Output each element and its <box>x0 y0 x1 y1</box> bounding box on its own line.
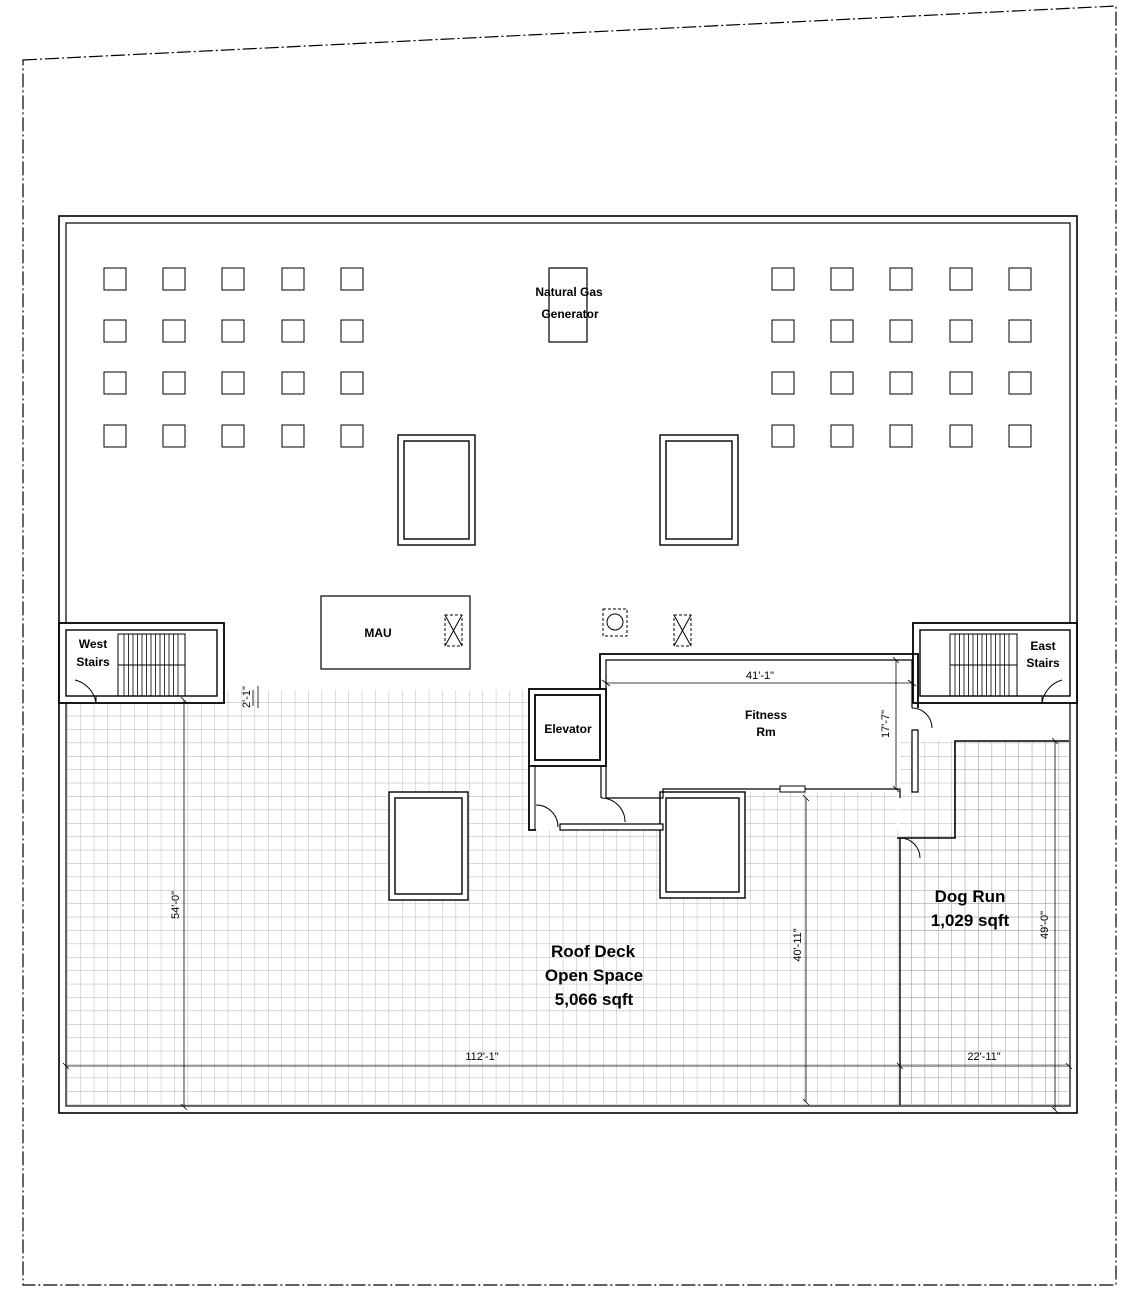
generator-label-2: Generator <box>541 307 599 321</box>
mau-label: MAU <box>364 626 391 640</box>
generator-unit <box>548 267 588 343</box>
equipment-pad <box>889 424 913 448</box>
equipment-pad <box>162 267 186 291</box>
equipment-pad <box>830 267 854 291</box>
roof-deck-area: 5,066 sqft <box>555 990 634 1009</box>
dimension-lines <box>62 656 1073 1114</box>
equipment-pad <box>221 319 245 343</box>
equipment-pad <box>281 371 305 395</box>
equipment-pad <box>103 319 127 343</box>
equipment-pad <box>221 424 245 448</box>
roof-deck-label-2: Open Space <box>545 966 643 985</box>
equipment-pad <box>281 319 305 343</box>
equipment-pad <box>1008 267 1032 291</box>
vent-x-2 <box>673 614 692 647</box>
dog-run-label: Dog Run <box>935 887 1006 906</box>
equipment-pad <box>830 371 854 395</box>
elevator-shaft <box>528 688 607 767</box>
dim-dog-run-width: 22'-11" <box>967 1051 1000 1063</box>
roof-deck-tiles <box>67 690 1069 1105</box>
fitness-label-2: Rm <box>756 725 775 739</box>
mau-unit <box>320 595 471 670</box>
generator-label-1: Natural Gas <box>535 285 603 299</box>
equipment-pad <box>281 267 305 291</box>
dog-run-area: 1,029 sqft <box>931 911 1010 930</box>
dim-deck-depth: 54'-0" <box>170 891 182 919</box>
equipment-pad <box>771 319 795 343</box>
elevator-lobby <box>528 766 664 831</box>
east-stairs-label-2: Stairs <box>1026 656 1060 670</box>
equipment-pad <box>830 319 854 343</box>
equipment-pad <box>340 319 364 343</box>
equipment-pad <box>103 371 127 395</box>
west-stairs <box>58 622 225 704</box>
equipment-pad <box>103 267 127 291</box>
equipment-pad <box>221 371 245 395</box>
dog-run-fence <box>897 740 1069 1105</box>
equipment-pad <box>162 319 186 343</box>
skylight-1 <box>397 434 476 546</box>
fitness-label-1: Fitness <box>745 708 787 722</box>
equipment-pad <box>1008 319 1032 343</box>
dim-fitness-to-edge: 40'-11" <box>792 928 804 961</box>
property-line <box>22 5 1117 1286</box>
skylight-2 <box>659 434 739 546</box>
vent-circle <box>602 608 628 637</box>
equipment-pad <box>771 371 795 395</box>
equipment-pad <box>889 267 913 291</box>
equipment-pad <box>221 267 245 291</box>
equipment-pad <box>889 371 913 395</box>
dim-deck-width: 112'-1" <box>465 1051 498 1063</box>
equipment-pad <box>162 371 186 395</box>
vent-x-1 <box>444 614 463 647</box>
dim-stair-offset: 2'-1" <box>241 686 253 708</box>
east-stairs <box>912 622 1078 704</box>
equipment-pad <box>949 424 973 448</box>
rooftop-equipment-grid <box>103 267 1032 448</box>
equipment-pad <box>949 371 973 395</box>
equipment-pad <box>281 424 305 448</box>
dim-fitness-width: 41'-1" <box>746 670 774 682</box>
dog-run-tiles <box>900 741 1069 1105</box>
equipment-pad <box>949 267 973 291</box>
roof-deck-label-1: Roof Deck <box>551 942 636 961</box>
west-stairs-label-2: Stairs <box>76 655 110 669</box>
equipment-pad <box>340 424 364 448</box>
equipment-pad <box>103 424 127 448</box>
equipment-pad <box>889 319 913 343</box>
equipment-pad <box>1008 371 1032 395</box>
equipment-pad <box>830 424 854 448</box>
dim-fitness-depth: 17'-7" <box>880 710 892 738</box>
equipment-pad <box>340 267 364 291</box>
west-stairs-label-1: West <box>79 637 107 651</box>
skylight-3 <box>388 791 469 901</box>
elevator-label: Elevator <box>544 722 592 736</box>
equipment-pad <box>340 371 364 395</box>
equipment-pad <box>949 319 973 343</box>
equipment-pad <box>771 267 795 291</box>
equipment-pad <box>771 424 795 448</box>
equipment-pad <box>162 424 186 448</box>
east-stairs-label-1: East <box>1030 639 1055 653</box>
skylight-4 <box>659 791 746 899</box>
fitness-room <box>599 653 933 799</box>
dim-dog-run-depth: 49'-0" <box>1039 911 1051 939</box>
equipment-pad <box>1008 424 1032 448</box>
